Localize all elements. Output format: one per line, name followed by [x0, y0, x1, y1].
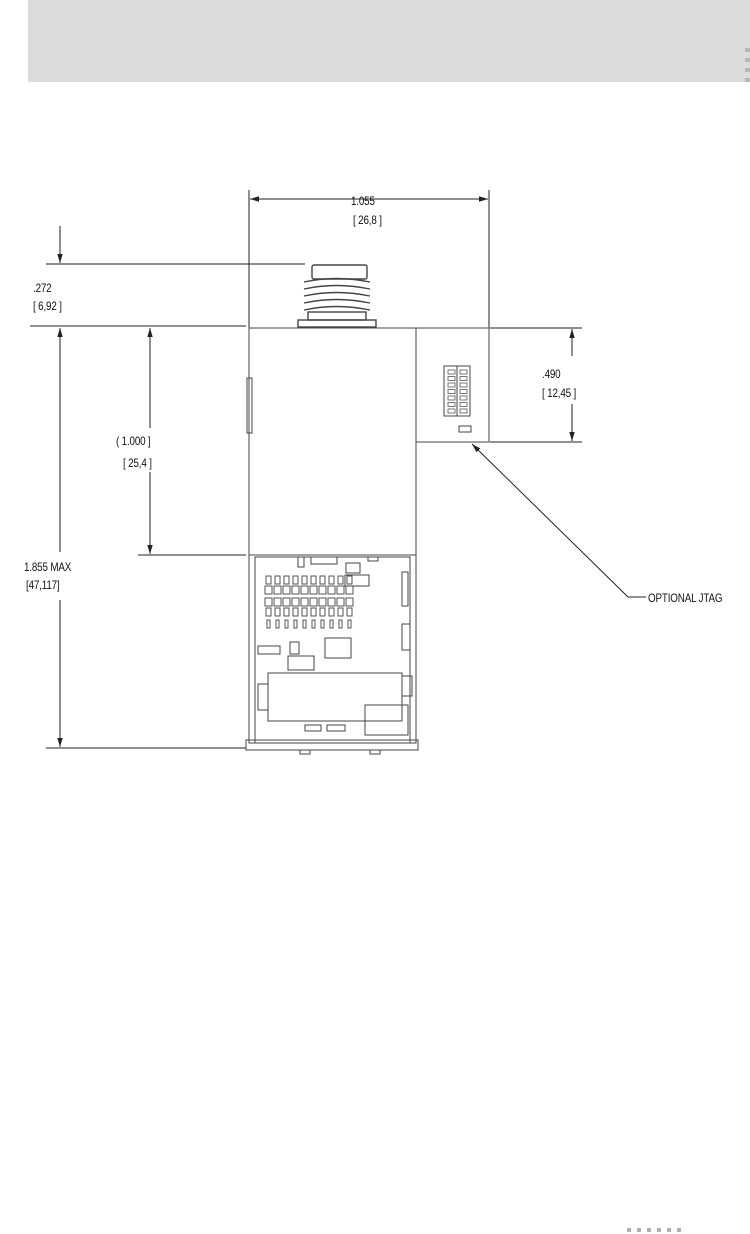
jtag-height-value: .490 — [542, 367, 561, 381]
header-pin — [328, 586, 335, 594]
jtag-height-dimension — [490, 328, 582, 442]
rf-connector — [298, 265, 376, 327]
width-value: 1.055 — [351, 194, 375, 208]
header-pin — [310, 598, 317, 606]
header-pin — [275, 608, 280, 616]
header-pin — [319, 586, 326, 594]
body-height-metric: [ 25,4 ] — [123, 456, 152, 470]
header-pin — [302, 608, 307, 616]
jtag-pin — [448, 396, 455, 400]
header-pin — [321, 620, 324, 628]
header-pin — [320, 576, 325, 584]
jtag-pin — [460, 409, 467, 413]
header-pin — [267, 620, 270, 628]
jtag-pin — [460, 396, 467, 400]
header-pin — [301, 598, 308, 606]
header-pin — [301, 586, 308, 594]
header-pin — [339, 620, 342, 628]
jtag-pin — [448, 390, 455, 394]
header-pin — [283, 586, 290, 594]
module-body — [247, 328, 489, 555]
header-pin — [293, 608, 298, 616]
header-pin — [285, 620, 288, 628]
width-dimension — [249, 190, 489, 330]
header-pin — [294, 620, 297, 628]
header-pin — [338, 608, 343, 616]
pcb-section — [246, 555, 418, 754]
jtag-height-metric: [ 12,45 ] — [542, 386, 576, 400]
header-pin — [284, 608, 289, 616]
header-pin — [292, 598, 299, 606]
total-height-metric: [47,117] — [26, 578, 60, 592]
header-pin — [284, 576, 289, 584]
header-pin — [293, 576, 298, 584]
jtag-pin — [448, 403, 455, 407]
header-pin — [328, 598, 335, 606]
jtag-pin — [460, 390, 467, 394]
header-pin — [337, 586, 344, 594]
header-pin — [274, 586, 281, 594]
header-pin — [348, 620, 351, 628]
header-pin — [266, 608, 271, 616]
header-pin — [312, 620, 315, 628]
header-pin — [311, 608, 316, 616]
body-height-dimension — [138, 328, 246, 555]
jtag-pin — [460, 383, 467, 387]
header-pin — [329, 608, 334, 616]
header-pin — [329, 576, 334, 584]
header-pin — [346, 586, 353, 594]
connector-height-metric: [ 6,92 ] — [33, 299, 62, 313]
header-pin — [283, 598, 290, 606]
jtag-pin — [448, 370, 455, 374]
jtag-pin — [460, 370, 467, 374]
jtag-pin — [448, 377, 455, 381]
header-pin — [276, 620, 279, 628]
connector-height-dimension — [30, 226, 305, 326]
header-pin — [346, 598, 353, 606]
page-marks — [627, 1228, 697, 1233]
total-height-dimension — [46, 328, 246, 748]
header-pin — [310, 586, 317, 594]
header-pin — [303, 620, 306, 628]
header-pin — [302, 576, 307, 584]
total-height-value: 1.855 MAX — [24, 560, 71, 574]
header-pin — [265, 598, 272, 606]
header-pin — [347, 576, 352, 584]
jtag-callout-leader — [472, 444, 646, 597]
header-pin — [330, 620, 333, 628]
body-height-value: ( 1.000 ] — [116, 434, 151, 448]
connector-height-value: .272 — [33, 281, 52, 295]
header-pin — [337, 598, 344, 606]
jtag-pin — [448, 383, 455, 387]
header-pin — [265, 586, 272, 594]
header-pin — [274, 598, 281, 606]
header-pin — [338, 576, 343, 584]
header-pin — [292, 586, 299, 594]
header-pin — [311, 576, 316, 584]
header-pin — [320, 608, 325, 616]
header-pin — [266, 576, 271, 584]
width-metric: [ 26,8 ] — [353, 213, 382, 227]
jtag-callout-label: OPTIONAL JTAG — [648, 591, 722, 605]
header-pin — [275, 576, 280, 584]
header-pin — [319, 598, 326, 606]
jtag-pin — [460, 377, 467, 381]
jtag-pin — [460, 403, 467, 407]
header-pin — [347, 608, 352, 616]
jtag-pin — [448, 409, 455, 413]
